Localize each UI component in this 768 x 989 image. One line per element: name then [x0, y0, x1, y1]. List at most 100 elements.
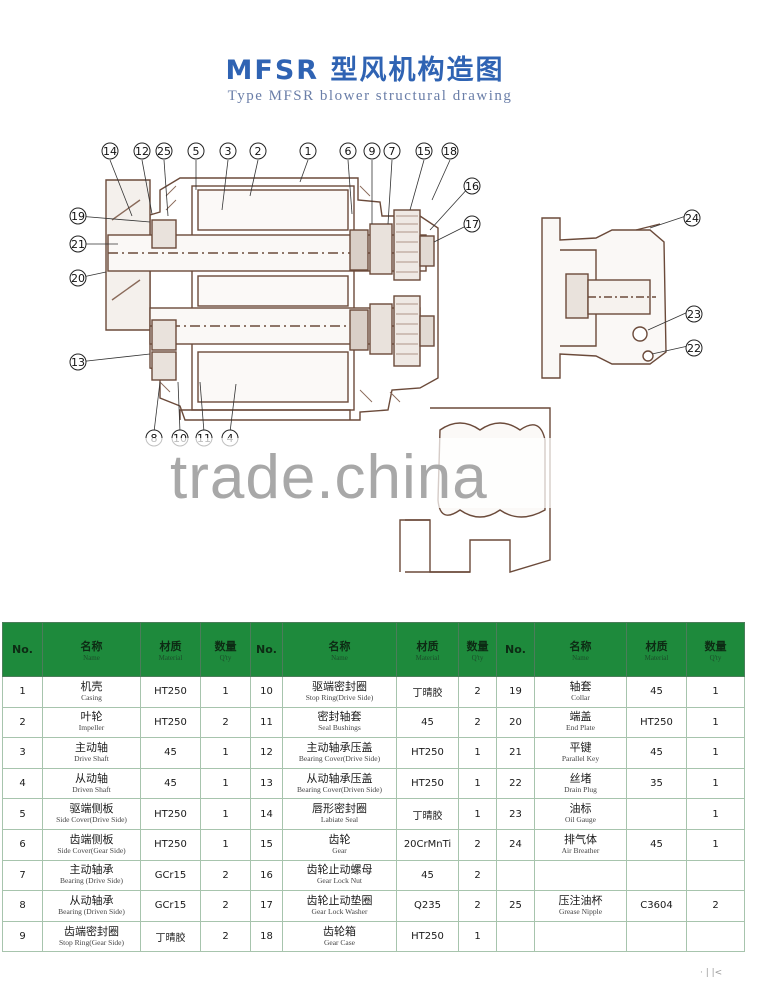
part-name-cn: 叶轮 — [80, 710, 103, 724]
cross-section-casing — [399, 407, 551, 573]
header-no: No. — [2, 622, 43, 677]
part-number: 3 — [2, 737, 43, 769]
svg-text:12: 12 — [135, 145, 149, 158]
part-name — [534, 859, 627, 892]
part-quantity — [686, 859, 745, 892]
svg-text:23: 23 — [687, 308, 701, 321]
part-quantity: 2 — [200, 706, 251, 739]
part-name-cn: 主动轴承压盖 — [306, 740, 373, 754]
part-name-en: Bearing Cover(Driven Side) — [297, 784, 382, 794]
part-number: 20 — [496, 706, 535, 739]
callout-16: 16 — [463, 177, 481, 195]
svg-text:2: 2 — [255, 145, 262, 158]
part-material: 45 — [626, 828, 687, 861]
svg-text:19: 19 — [71, 210, 85, 223]
part-material: 45 — [396, 859, 459, 892]
part-name-en: Collar — [571, 692, 590, 702]
part-number: 8 — [2, 890, 43, 922]
seal-ring — [349, 309, 369, 351]
part-number: 19 — [496, 676, 535, 708]
part-quantity: 2 — [458, 706, 497, 739]
callout-24: 24 — [683, 209, 701, 227]
svg-text:20: 20 — [71, 272, 85, 285]
bearing-block — [151, 219, 177, 249]
part-name-cn: 齿端密封圈 — [64, 924, 119, 938]
part-quantity: 2 — [458, 859, 497, 892]
part-material: HT250 — [396, 737, 459, 769]
part-number: 18 — [250, 920, 283, 953]
svg-text:3: 3 — [225, 145, 232, 158]
part-name-en: Air Breather — [561, 845, 600, 855]
part-quantity: 2 — [200, 890, 251, 922]
part-name-cn: 主动轴承 — [69, 863, 114, 877]
svg-text:9: 9 — [369, 145, 376, 158]
drain-plug — [642, 350, 654, 362]
part-material: GCr15 — [140, 859, 201, 892]
svg-text:25: 25 — [157, 145, 171, 158]
part-quantity: 2 — [458, 676, 497, 708]
part-quantity: 1 — [686, 676, 745, 708]
oil-gauge — [632, 326, 648, 342]
part-name-cn: 轴套 — [569, 679, 592, 693]
part-number: 25 — [496, 890, 535, 922]
part-number: 14 — [250, 798, 283, 830]
part-name-cn: 压注油杯 — [558, 893, 603, 907]
part-quantity: 1 — [458, 767, 497, 800]
part-name-en: Casing — [81, 692, 102, 702]
corner-mark: · | |< — [700, 968, 723, 978]
part-quantity: 1 — [200, 767, 251, 800]
part-name-cn: 平键 — [569, 740, 592, 754]
part-material: Q235 — [396, 890, 459, 922]
bearing-block — [151, 351, 177, 381]
part-name-en: Bearing (Driven Side) — [58, 906, 125, 916]
part-quantity: 2 — [200, 920, 251, 953]
svg-text:24: 24 — [685, 212, 699, 225]
gear-lock-nut — [419, 235, 435, 267]
part-material: 丁晴胶 — [396, 676, 459, 708]
part-name-cn: 从动轴 — [75, 771, 108, 785]
part-number: 5 — [2, 798, 43, 830]
part-name — [534, 920, 627, 953]
callout-17: 17 — [463, 215, 481, 233]
part-name-en: Stop Ring(Gear Side) — [59, 937, 124, 947]
part-number: 24 — [496, 828, 535, 861]
callout-14: 14 — [101, 142, 119, 160]
watermark: trade.china — [140, 438, 620, 512]
part-name-cn: 齿轮箱 — [323, 924, 356, 938]
part-material: HT250 — [396, 767, 459, 800]
part-material: 45 — [140, 767, 201, 800]
part-material: 45 — [626, 676, 687, 708]
page-title: MFSR 型风机构造图 — [225, 55, 505, 86]
part-quantity — [686, 920, 745, 953]
part-name-en: Labiate Seal — [320, 815, 359, 825]
part-quantity: 1 — [686, 737, 745, 769]
part-quantity: 2 — [686, 890, 745, 922]
part-number: 7 — [2, 859, 43, 892]
part-name-cn: 齿端侧板 — [69, 832, 114, 846]
part-material: HT250 — [626, 706, 687, 739]
part-name-en: End Plate — [566, 723, 595, 733]
part-quantity: 1 — [200, 737, 251, 769]
outlet-flange — [179, 409, 351, 420]
part-name-en: Gear Lock Nut — [317, 876, 362, 886]
